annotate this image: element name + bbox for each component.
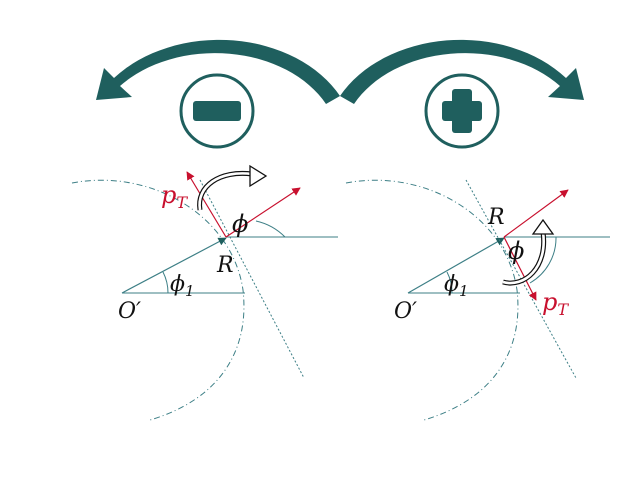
left-r-label: R <box>216 253 234 278</box>
left-pt-label: pT <box>161 181 188 212</box>
minus-icon <box>179 73 255 149</box>
plus-icon <box>424 73 500 149</box>
left-phi-label: ϕ <box>232 210 248 238</box>
left-phi1-label: ϕ1 <box>170 272 195 300</box>
counterclockwise-arrow-icon <box>96 39 340 104</box>
right-origin-label: O′ <box>394 299 417 324</box>
right-phi-label: ϕ <box>508 237 524 265</box>
left-diagram <box>71 164 338 421</box>
left-origin-label: O′ <box>118 299 141 324</box>
right-phi1-label: ϕ1 <box>444 272 469 300</box>
clockwise-arrow-icon <box>340 39 584 104</box>
right-diagram <box>345 179 610 421</box>
right-r-label: R <box>487 205 505 230</box>
right-pt-label: pT <box>542 288 569 319</box>
